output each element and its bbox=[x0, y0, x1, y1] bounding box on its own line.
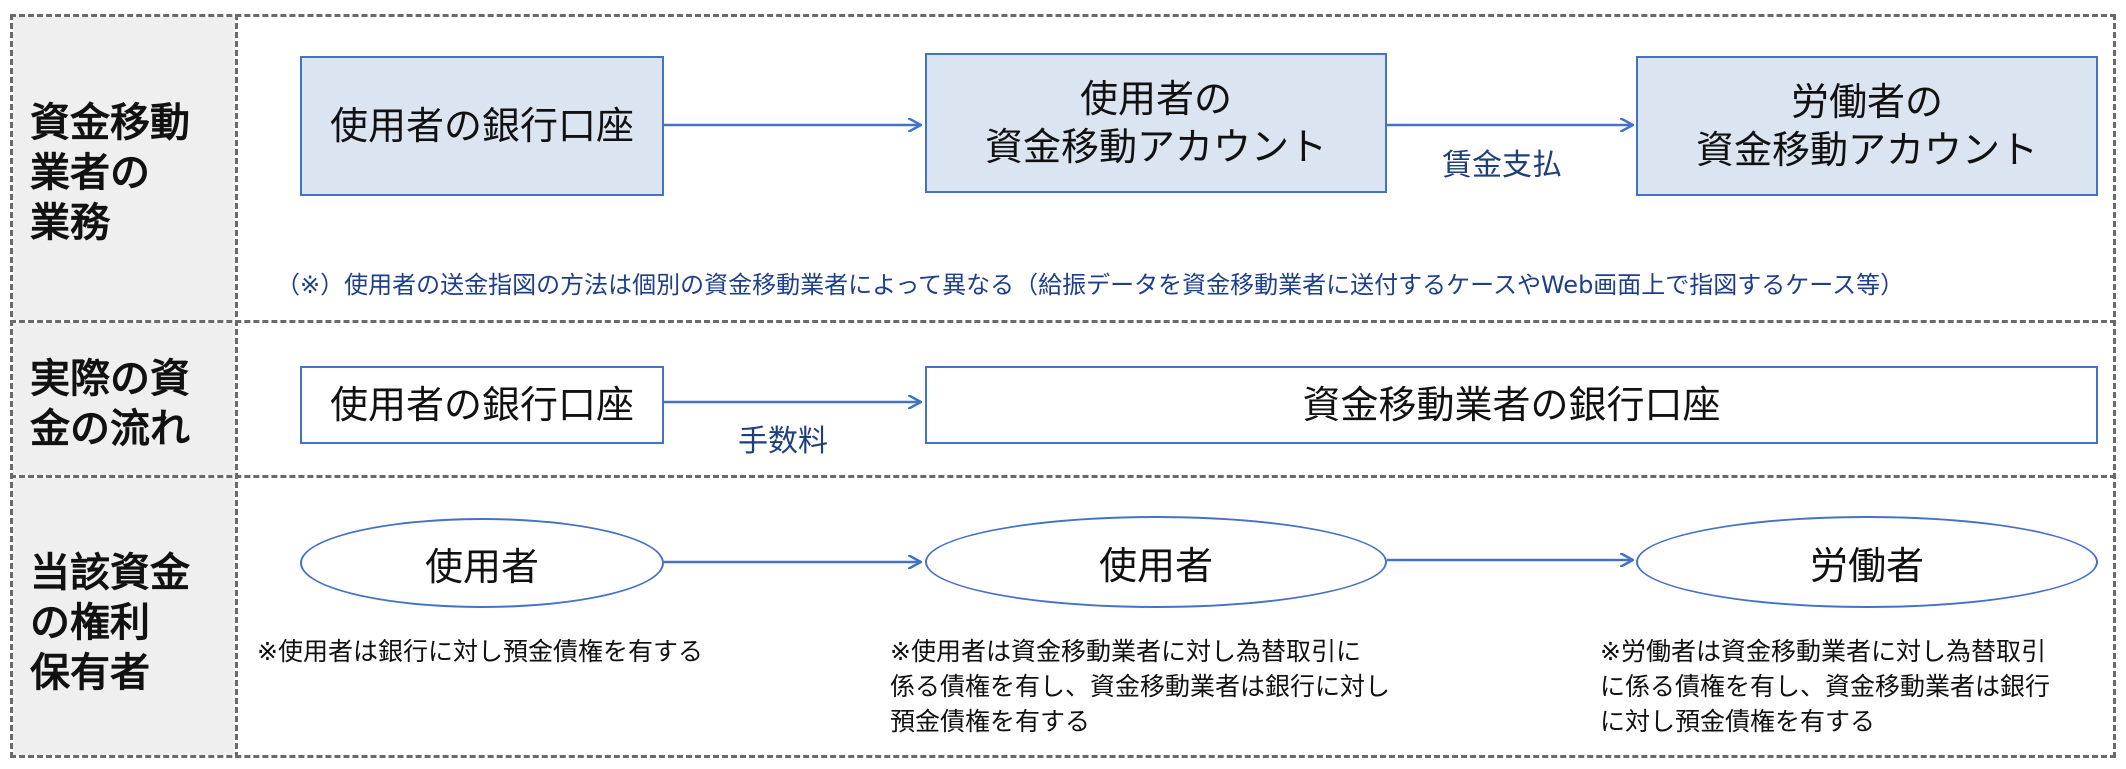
rights-note-2: ※使用者は資金移動業者に対し為替取引に 係る債権を有し、資金移動業者は銀行に対し… bbox=[890, 637, 1391, 736]
employer-bank-account-box-2: 使用者の銀行口座 bbox=[300, 366, 664, 444]
rights-note-3: ※労働者は資金移動業者に対し為替取引 に係る債権を有し、資金移動業者は銀行 に対… bbox=[1600, 637, 2051, 736]
row2-label-bg bbox=[13, 323, 235, 475]
employer-ellipse-2: 使用者 bbox=[925, 516, 1387, 608]
row-label-business: 資金移動 業者の 業務 bbox=[30, 100, 190, 246]
worker-fund-transfer-account-box: 労働者の 資金移動アカウント bbox=[1636, 56, 2098, 196]
employer-fund-transfer-account-label: 使用者の 資金移動アカウント bbox=[984, 77, 1327, 169]
rights-note-1: ※使用者は銀行に対し預金債権を有する bbox=[257, 637, 703, 666]
employer-fund-transfer-account-box: 使用者の 資金移動アカウント bbox=[925, 53, 1387, 193]
worker-fund-transfer-account-label: 労働者の 資金移動アカウント bbox=[1695, 80, 2038, 172]
provider-bank-account-label: 資金移動業者の銀行口座 bbox=[1302, 383, 1721, 427]
wage-payment-label: 賃金支払 bbox=[1442, 148, 1562, 183]
provider-bank-account-box: 資金移動業者の銀行口座 bbox=[925, 366, 2098, 444]
employer-ellipse-1-label: 使用者 bbox=[424, 544, 539, 589]
transfer-instruction-note: （※）使用者の送金指図の方法は個別の資金移動業者によって異なる（給振データを資金… bbox=[276, 271, 1905, 299]
employer-ellipse-2-label: 使用者 bbox=[1098, 543, 1213, 588]
row3-label-bg bbox=[13, 478, 235, 755]
employer-bank-account-label-2: 使用者の銀行口座 bbox=[329, 383, 634, 427]
column-divider bbox=[235, 14, 238, 758]
row-label-actual-flow: 実際の資 金の流れ bbox=[30, 356, 190, 452]
worker-ellipse-label: 労働者 bbox=[1809, 543, 1924, 588]
employer-bank-account-label: 使用者の銀行口座 bbox=[329, 104, 634, 148]
row-divider-1 bbox=[10, 320, 2116, 323]
row1-label-bg bbox=[13, 17, 235, 320]
diagram-frame bbox=[10, 14, 2116, 758]
employer-ellipse-1: 使用者 bbox=[300, 518, 664, 608]
row-label-rights-holder: 当該資金 の権利 保有者 bbox=[30, 550, 190, 696]
row-divider-2 bbox=[10, 475, 2116, 478]
employer-bank-account-box: 使用者の銀行口座 bbox=[300, 56, 664, 196]
fee-label: 手数料 bbox=[738, 424, 828, 459]
worker-ellipse: 労働者 bbox=[1636, 516, 2098, 608]
